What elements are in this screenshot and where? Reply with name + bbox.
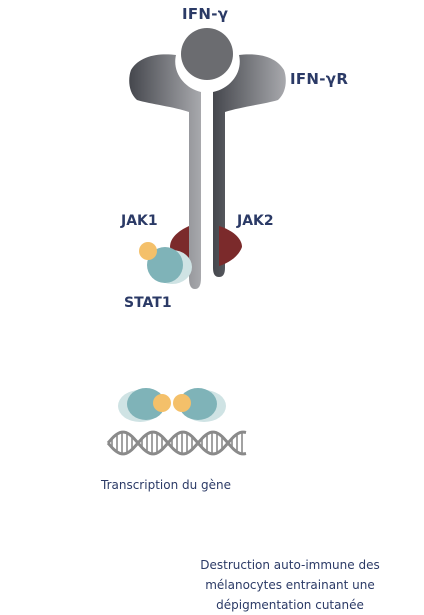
outcome-caption: Destruction auto-immune des mélanocytes …: [186, 555, 394, 615]
ifn-gamma-receptor-left: [129, 54, 201, 289]
stat1-label: STAT1: [124, 295, 172, 311]
outcome-line-2: mélanocytes entrainant une: [205, 578, 375, 592]
ifn-gamma-label: IFN-γ: [182, 5, 229, 23]
jak2-kinase: [219, 226, 242, 266]
ifn-gamma-receptor-right: [213, 54, 286, 277]
outcome-line-1: Destruction auto-immune des: [200, 558, 380, 572]
stat1-dimer-phosphate-right: [173, 394, 191, 412]
stat1-dimer-right: [179, 388, 217, 420]
stat1-dimer-phosphate-left: [153, 394, 171, 412]
outcome-line-3: dépigmentation cutanée: [216, 598, 364, 612]
ifn-gamma-receptor-label: IFN-γR: [290, 70, 349, 88]
jak1-label: JAK1: [121, 213, 158, 229]
transcription-label: Transcription du gène: [101, 478, 232, 492]
stat1-dimer-left: [127, 388, 165, 420]
dna-helix: [106, 430, 247, 456]
ifn-gamma-ligand: [181, 28, 233, 80]
stat1-phosphate: [139, 242, 157, 260]
jak2-label: JAK2: [237, 213, 274, 229]
stat1-protein: [147, 247, 183, 283]
